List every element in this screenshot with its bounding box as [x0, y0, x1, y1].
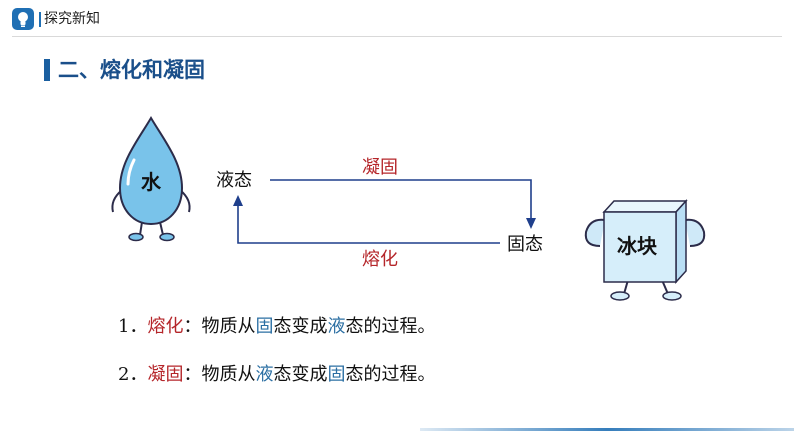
- definition-1: 1．熔化：物质从固态变成液态的过程。: [118, 314, 435, 340]
- definition-2: 2．凝固：物质从液态变成固态的过程。: [118, 362, 435, 388]
- definition-to-state: 液: [327, 316, 346, 337]
- water-droplet-icon: [111, 116, 191, 242]
- header-rule: [12, 36, 782, 37]
- freeze-label: 凝固: [362, 157, 398, 178]
- definition-number: 2．: [118, 364, 148, 385]
- header-title: 探究新知: [44, 11, 100, 27]
- definition-colon: ：: [183, 364, 202, 385]
- definition-text: 态的过程。: [345, 316, 436, 337]
- definition-from-state: 固: [255, 316, 274, 337]
- melt-arrow: [233, 195, 500, 244]
- definition-colon: ：: [183, 316, 202, 337]
- definition-text: 态变成: [273, 364, 328, 385]
- ice-cube-icon: [584, 199, 706, 301]
- definition-term: 凝固: [147, 364, 184, 385]
- liquid-state-label: 液态: [216, 170, 252, 191]
- ice-label: 冰块: [617, 234, 657, 258]
- section-accent-bar: [44, 59, 50, 81]
- header-divider: [39, 12, 41, 27]
- definition-text: 态变成: [273, 316, 328, 337]
- freeze-arrow: [270, 179, 536, 229]
- definition-text: 物质从: [201, 364, 256, 385]
- solid-state-label: 固态: [507, 234, 543, 255]
- definition-text: 物质从: [201, 316, 256, 337]
- lightbulb-icon: [12, 8, 34, 30]
- definition-term: 熔化: [147, 316, 184, 337]
- melt-label: 熔化: [362, 249, 398, 270]
- definition-text: 态的过程。: [345, 364, 436, 385]
- definition-number: 1．: [118, 316, 148, 337]
- section-title: 二、熔化和凝固: [58, 58, 205, 82]
- definition-to-state: 固: [327, 364, 346, 385]
- definition-from-state: 液: [255, 364, 274, 385]
- water-label: 水: [141, 170, 161, 194]
